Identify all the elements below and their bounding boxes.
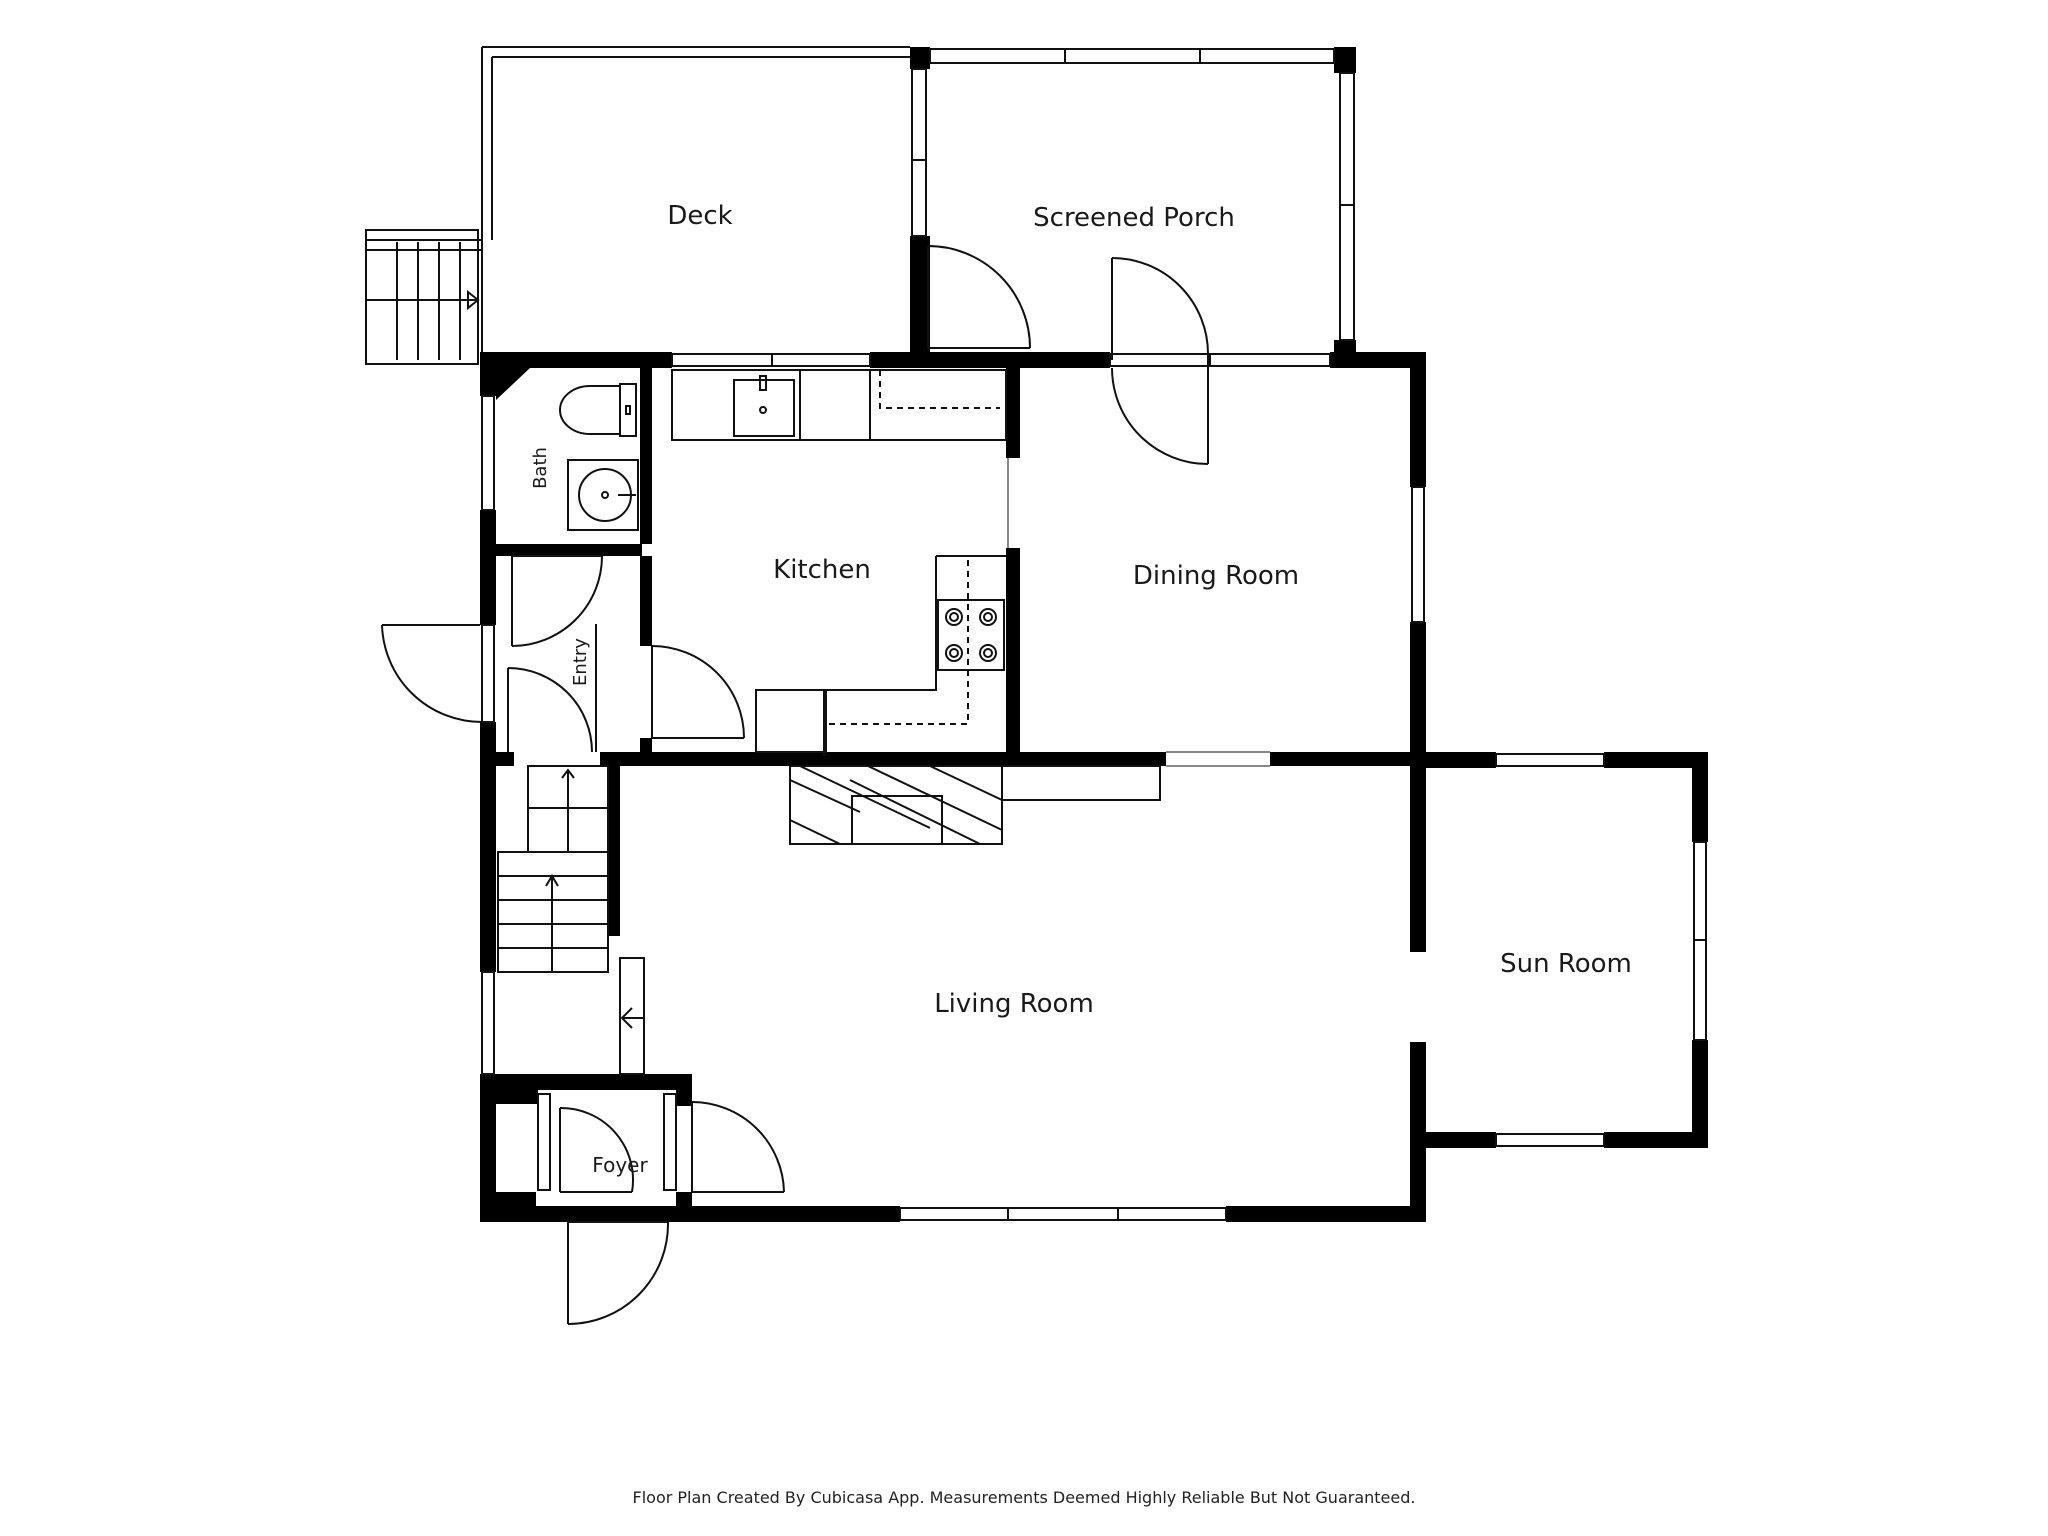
interior-walls (496, 368, 1420, 1206)
kitchen-sink-icon (733, 375, 795, 437)
living-room-label: Living Room (934, 989, 1094, 1019)
screened-porch-label: Screened Porch (1033, 203, 1235, 233)
deck-label: Deck (667, 201, 732, 231)
dining-room-label: Dining Room (1133, 561, 1299, 591)
fireplace-icon (789, 765, 1161, 845)
windows (481, 353, 1707, 1221)
footer-disclaimer: Floor Plan Created By Cubicasa App. Meas… (632, 1488, 1416, 1507)
foyer-label: Foyer (592, 1153, 648, 1177)
porch-walls (910, 47, 1356, 356)
stove-icon (937, 599, 1005, 671)
bath-sink-icon (567, 459, 639, 531)
deck-stairs (365, 229, 480, 365)
bath-label: Bath (530, 447, 551, 489)
deck-area (365, 46, 910, 365)
entry-label: Entry (570, 638, 591, 686)
openings (1006, 458, 1426, 1042)
toilet-icon (559, 383, 637, 437)
kitchen-label: Kitchen (773, 555, 871, 585)
kitchen-counters (671, 369, 1007, 756)
interior-stairs (497, 765, 645, 1075)
sun-room-label: Sun Room (1500, 949, 1632, 979)
doors (381, 245, 1209, 1325)
exterior-walls (480, 352, 1708, 1222)
